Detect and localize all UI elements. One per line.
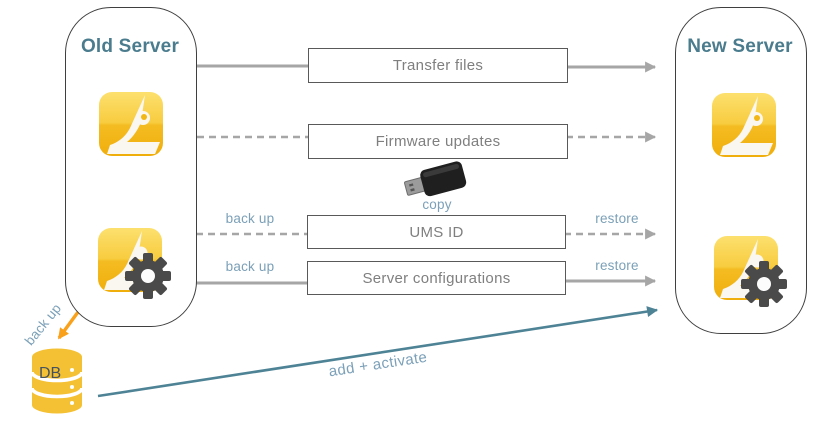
restore-label-ums: restore xyxy=(595,211,639,226)
gear-icon xyxy=(741,261,787,307)
step-firmware-updates: Firmware updates xyxy=(308,124,568,159)
step-ums-id: UMS ID xyxy=(307,215,566,249)
step-label: Transfer files xyxy=(392,57,484,74)
restore-label-config: restore xyxy=(595,258,639,273)
add-activate-arrow xyxy=(97,306,659,398)
step-label: Server configurations xyxy=(362,269,511,287)
igel-console-icon-new xyxy=(712,93,776,157)
step-label: UMS ID xyxy=(409,223,464,241)
step-server-configurations: Server configurations xyxy=(307,261,566,295)
db-label: DB xyxy=(39,365,61,382)
new-server-title: New Server xyxy=(687,36,793,57)
step-label: Firmware updates xyxy=(375,133,501,150)
backup-label-config: back up xyxy=(225,259,275,274)
igel-logo-swoosh xyxy=(720,96,773,155)
igel-console-icon-old xyxy=(99,92,163,156)
step-transfer-files: Transfer files xyxy=(308,48,568,83)
copy-label: copy xyxy=(422,197,452,212)
igel-logo-swoosh xyxy=(107,95,160,154)
usb-stick-icon xyxy=(404,161,467,197)
igel-ums-gear-icon-new xyxy=(714,236,787,307)
backup-label-ums: back up xyxy=(225,211,275,226)
old-server-title: Old Server xyxy=(80,36,180,57)
db-cylinder-icon: DB xyxy=(30,348,84,414)
igel-ums-gear-icon-old xyxy=(98,228,171,299)
gear-icon xyxy=(125,253,171,299)
